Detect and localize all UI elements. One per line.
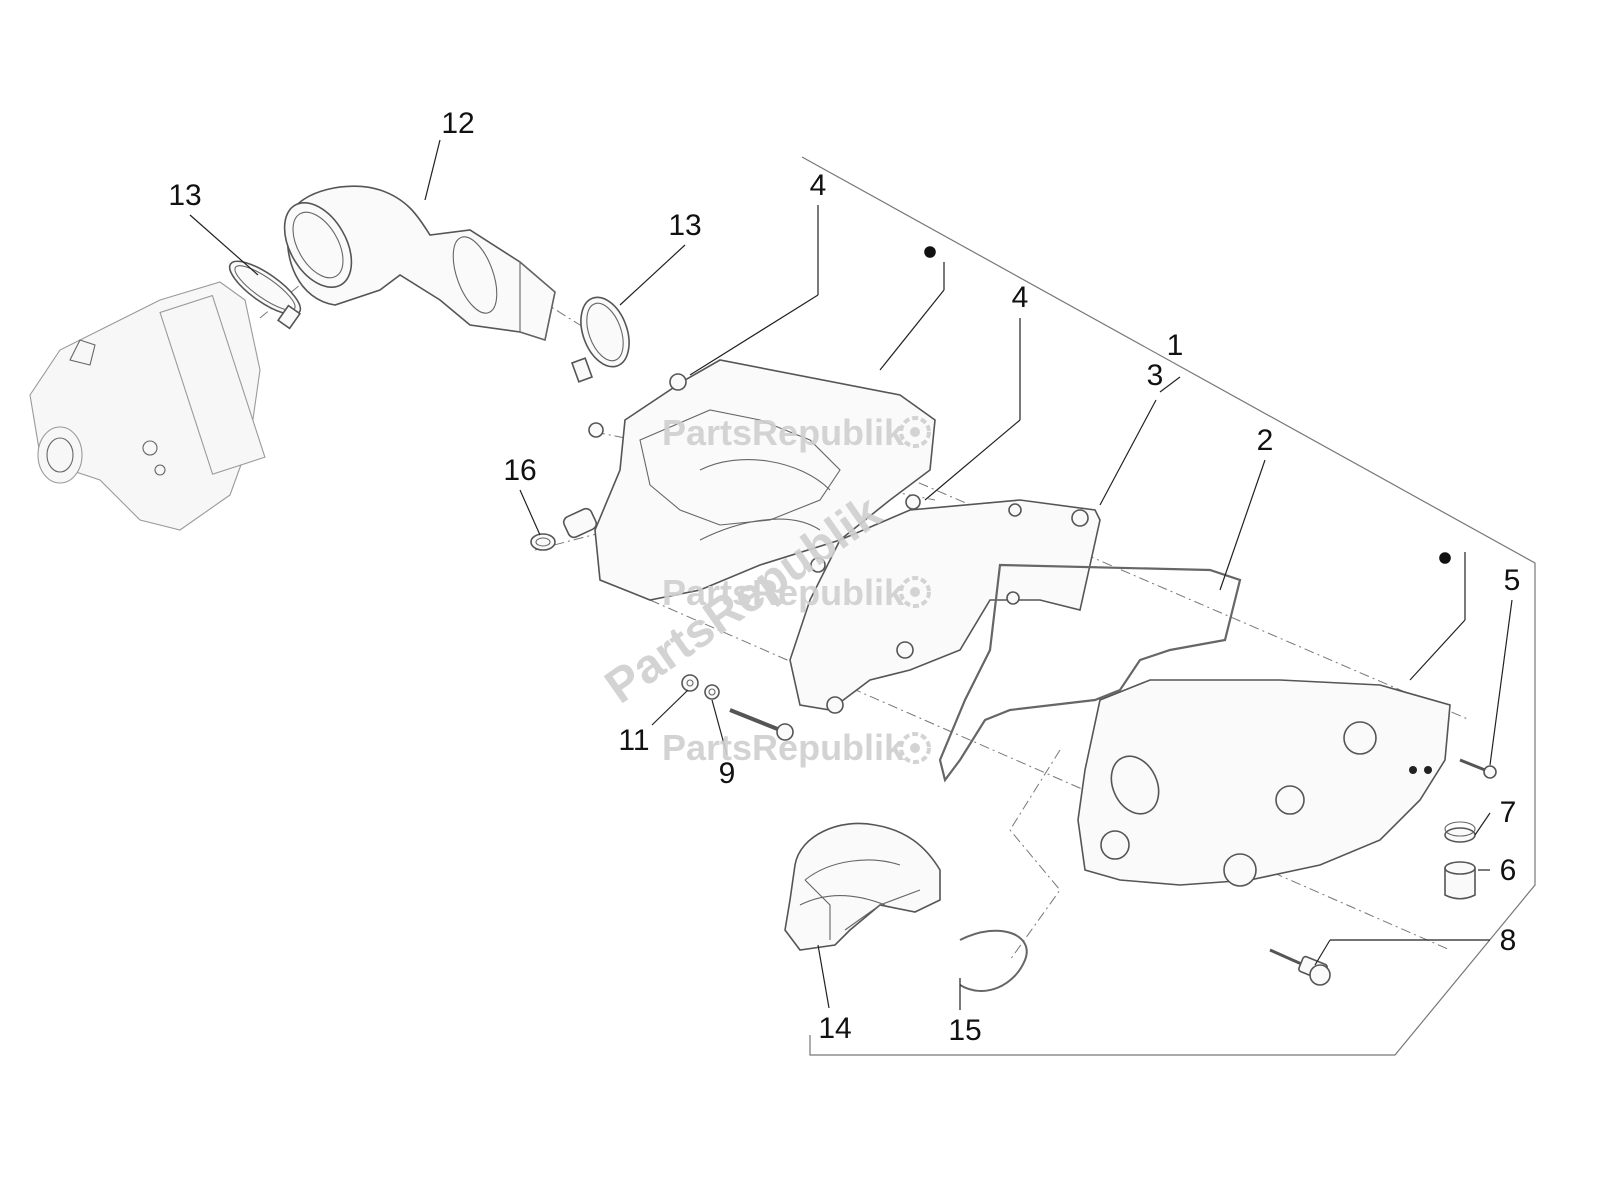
callout-11: 11: [618, 724, 649, 757]
callout-12: 12: [441, 107, 474, 140]
callout-13: 13: [668, 209, 701, 242]
callout-15: 15: [948, 1014, 981, 1047]
callout-3: 3: [1147, 359, 1164, 392]
drain-cap: [1444, 861, 1476, 900]
wire-clip: [959, 929, 1028, 992]
watermark-text: PartsRepublik: [662, 412, 905, 453]
throttle-body: [29, 281, 266, 531]
hose-clamp-left: [228, 260, 302, 330]
gear-icon: [899, 416, 931, 764]
callout-4: 4: [810, 169, 827, 202]
callout-8: 8: [1500, 924, 1517, 957]
callout-labels: 1 2 3 4 4 5 6 7 8 9 11 12 13 13 14 15 16: [168, 107, 1520, 1047]
callout-2: 2: [1257, 424, 1274, 457]
washers: [681, 674, 720, 700]
watermark-text: PartsRepublik: [662, 572, 905, 613]
screw: [1459, 758, 1497, 779]
callout-9: 9: [719, 757, 736, 790]
spring-clip: [1444, 821, 1476, 843]
callout-16: 16: [503, 454, 536, 487]
hose-clamp-right: [570, 296, 630, 383]
callout-14: 14: [818, 1012, 851, 1045]
intake-duct: [283, 185, 556, 342]
airbox-housing: [562, 246, 936, 601]
callout-13: 13: [168, 179, 201, 212]
assembly-frame: [801, 156, 1536, 1056]
airbox-cover: [1077, 552, 1451, 887]
long-screw: [1269, 948, 1331, 986]
callout-4: 4: [1012, 281, 1029, 314]
bolt: [729, 708, 794, 741]
callout-7: 7: [1500, 796, 1517, 829]
callout-1: 1: [1167, 329, 1184, 362]
watermark-text: PartsRepublik: [662, 727, 905, 768]
callout-5: 5: [1504, 564, 1521, 597]
leader-lines: [189, 139, 1513, 1010]
small-clamp: [530, 533, 556, 551]
filter-element: [789, 499, 1101, 714]
rubber-duct: [784, 822, 941, 951]
callout-6: 6: [1500, 854, 1517, 887]
gasket: [938, 563, 1242, 783]
